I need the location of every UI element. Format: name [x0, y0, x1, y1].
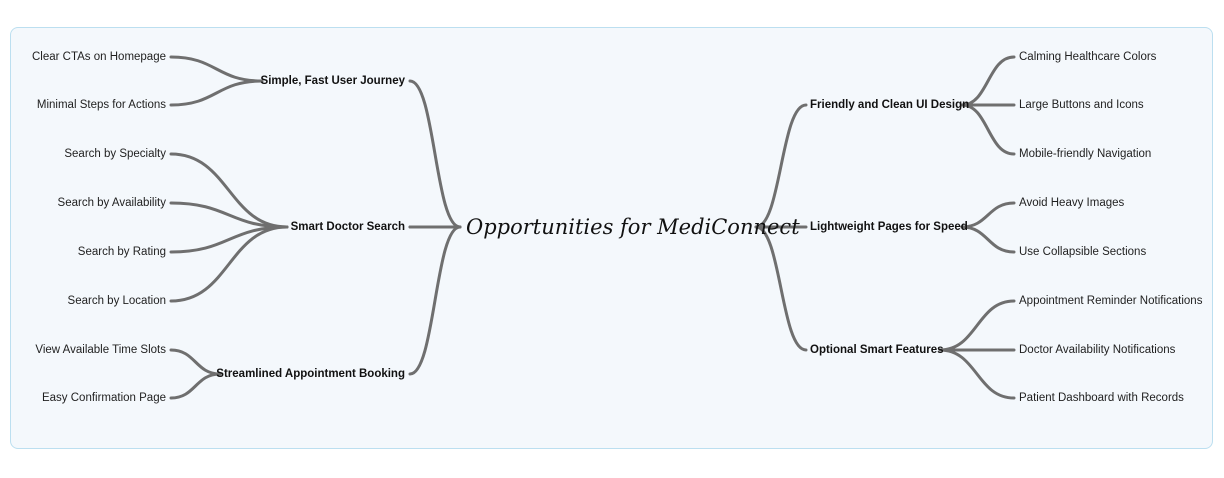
leaf-patient-dashboard[interactable]: Patient Dashboard with Records — [1019, 392, 1184, 404]
connector-right-1-1 — [960, 225, 1016, 254]
leaf-minimal-steps[interactable]: Minimal Steps for Actions — [36, 99, 166, 111]
leaf-search-location[interactable]: Search by Location — [67, 295, 166, 307]
connector-left-2-0 — [169, 348, 222, 376]
connector-right-2-2 — [938, 348, 1016, 400]
connector-center-right-0 — [754, 103, 808, 229]
branch-lightweight-pages[interactable]: Lightweight Pages for Speed — [810, 221, 968, 233]
leaf-collapsible-sections[interactable]: Use Collapsible Sections — [1019, 246, 1147, 258]
leaf-avoid-heavy-images[interactable]: Avoid Heavy Images — [1019, 197, 1125, 209]
leaf-doctor-availability-notifications[interactable]: Doctor Availability Notifications — [1019, 344, 1176, 356]
leaf-search-rating[interactable]: Search by Rating — [77, 246, 166, 258]
connector-left-1-1 — [169, 201, 289, 229]
connector-right-2-0 — [938, 299, 1016, 352]
leaf-large-buttons[interactable]: Large Buttons and Icons — [1019, 99, 1144, 111]
leaf-view-time-slots[interactable]: View Available Time Slots — [35, 344, 166, 356]
branch-streamlined-booking[interactable]: Streamlined Appointment Booking — [216, 368, 405, 380]
leaf-clear-ctas[interactable]: Clear CTAs on Homepage — [31, 51, 166, 63]
connector-center-right-2 — [754, 225, 808, 352]
connector-center-left-0 — [408, 79, 462, 229]
branch-optional-smart-features[interactable]: Optional Smart Features — [810, 344, 944, 356]
leaf-search-specialty[interactable]: Search by Specialty — [64, 148, 166, 160]
connector-left-0-0 — [169, 55, 264, 83]
leaf-calming-colors[interactable]: Calming Healthcare Colors — [1019, 51, 1157, 63]
connector-left-1-2 — [169, 225, 289, 254]
connector-left-1-3 — [169, 225, 289, 303]
connector-left-2-1 — [169, 372, 222, 400]
branch-smart-doctor-search[interactable]: Smart Doctor Search — [290, 221, 405, 233]
leaf-search-availability[interactable]: Search by Availability — [57, 197, 166, 209]
connector-left-0-1 — [169, 79, 264, 107]
connector-center-left-2 — [408, 225, 462, 376]
leaf-appointment-reminders[interactable]: Appointment Reminder Notifications — [1019, 295, 1203, 307]
leaf-mobile-navigation[interactable]: Mobile-friendly Navigation — [1019, 148, 1152, 160]
connector-left-1-0 — [169, 152, 289, 229]
branch-friendly-clean-ui[interactable]: Friendly and Clean UI Design — [810, 99, 970, 111]
central-topic[interactable]: Opportunities for MediConnect — [466, 215, 800, 239]
connector-right-0-2 — [960, 103, 1016, 156]
leaf-easy-confirmation[interactable]: Easy Confirmation Page — [41, 392, 166, 404]
connector-right-0-0 — [960, 55, 1016, 107]
connector-right-1-0 — [960, 201, 1016, 229]
branch-simple-fast-user-journey[interactable]: Simple, Fast User Journey — [260, 75, 405, 87]
